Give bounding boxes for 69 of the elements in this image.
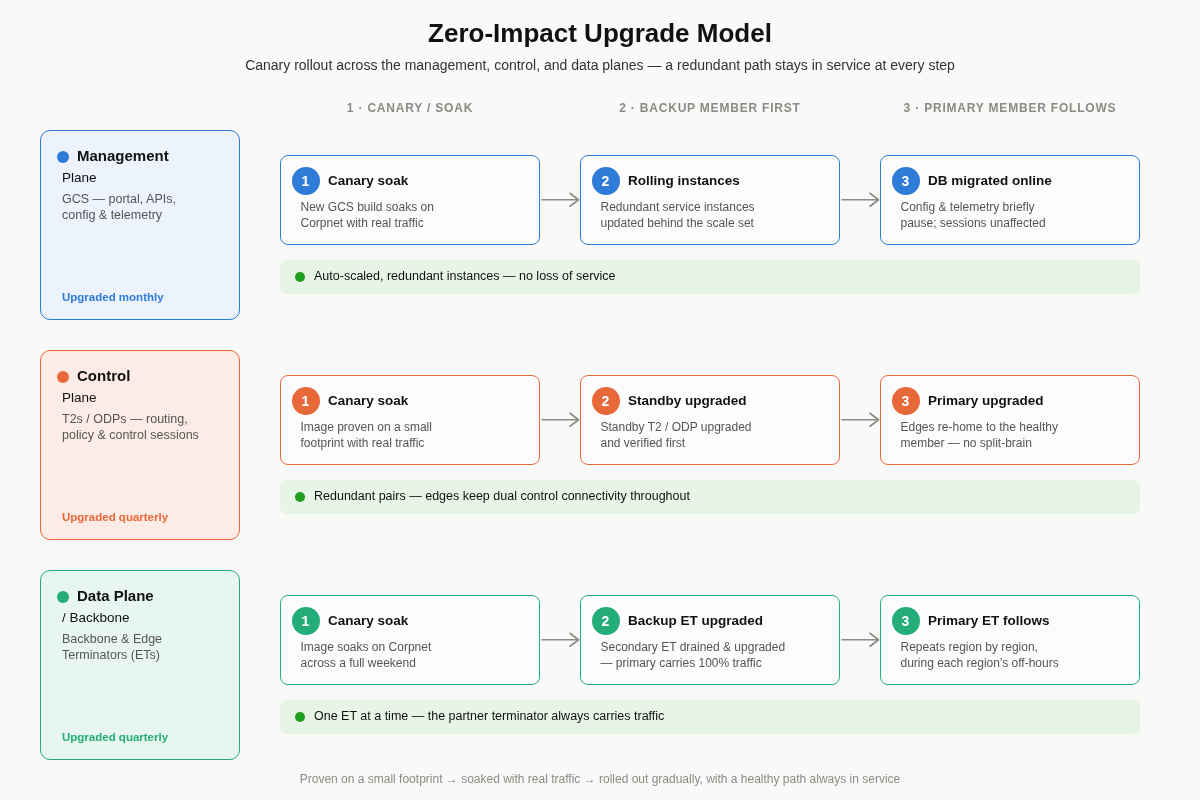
- step-card: [580, 595, 840, 685]
- step-title: Rolling instances: [628, 172, 740, 190]
- column-header: 2 · BACKUP MEMBER FIRST: [619, 100, 801, 116]
- step-number: 1: [291, 166, 320, 195]
- step-number: 2: [591, 166, 620, 195]
- step-title: Canary soak: [328, 612, 409, 630]
- plane-subtitle: / Backbone: [62, 609, 130, 626]
- plane-description: Backbone & Edge Terminators (ETs): [62, 631, 164, 663]
- plane-card: [40, 130, 240, 320]
- step-card: [280, 375, 540, 465]
- arrow: [840, 192, 880, 208]
- step-description: Edges re-home to the healthy member — no split-brain: [900, 419, 1059, 451]
- step-description: Image soaks on Corpnet across a full weekend: [300, 639, 433, 671]
- subtitle: Canary rollout across the management, control, and data planes — a redundant path stays in service at every step: [245, 56, 955, 74]
- step-number: 2: [591, 386, 620, 415]
- step-title: Primary upgraded: [928, 392, 1044, 410]
- step-card: [880, 375, 1140, 465]
- step-number: 1: [291, 386, 320, 415]
- plane-description: GCS — portal, APIs, config & telemetry: [62, 191, 177, 223]
- note-banner: [280, 480, 1140, 514]
- arrow: [840, 632, 880, 648]
- plane-title: Data Plane: [77, 587, 154, 605]
- arrow: [540, 192, 580, 208]
- step-number: 2: [591, 606, 620, 635]
- step-card: [880, 155, 1140, 245]
- plane-description: T2s / ODPs — routing, policy & control sessions: [62, 411, 200, 443]
- step-title: Standby upgraded: [628, 392, 747, 410]
- note-text: Redundant pairs — edges keep dual control connectivity throughout: [314, 488, 690, 505]
- step-card: [880, 595, 1140, 685]
- step-card: [580, 155, 840, 245]
- column-header: 3 · PRIMARY MEMBER FOLLOWS: [903, 100, 1117, 116]
- step-title: Canary soak: [328, 172, 409, 190]
- plane-card: [40, 350, 240, 540]
- arrow: [540, 632, 580, 648]
- diagram-title: Zero-Impact Upgrade Model: [427, 17, 773, 49]
- step-title: Canary soak: [328, 392, 409, 410]
- arrow: [540, 412, 580, 428]
- step-description: Secondary ET drained & upgraded — primary carries 100% traffic: [600, 639, 787, 671]
- upgrade-cadence: Upgraded quarterly: [62, 510, 169, 524]
- step-description: Repeats region by region, during each region's off-hours: [900, 639, 1060, 671]
- note-banner: [280, 700, 1140, 734]
- arrow: [840, 412, 880, 428]
- plane-subtitle: Plane: [62, 169, 97, 186]
- footer-note: Proven on a small footprint → soaked with real traffic → rolled out gradually, with a healthy path always in service: [299, 771, 901, 787]
- step-number: 3: [891, 386, 920, 415]
- note-text: Auto-scaled, redundant instances — no loss of service: [314, 268, 616, 285]
- step-title: Backup ET upgraded: [628, 612, 764, 630]
- column-header: 1 · CANARY / SOAK: [346, 100, 474, 116]
- step-description: Config & telemetry briefly pause; sessions unaffected: [900, 199, 1047, 231]
- step-description: New GCS build soaks on Corpnet with real traffic: [300, 199, 435, 231]
- upgrade-cadence: Upgraded quarterly: [62, 730, 169, 744]
- step-description: Image proven on a small footprint with real traffic: [300, 419, 433, 451]
- plane-subtitle: Plane: [62, 389, 97, 406]
- note-text: One ET at a time — the partner terminator always carries traffic: [314, 708, 665, 725]
- step-description: Redundant service instances updated behind the scale set: [600, 199, 756, 231]
- step-title: Primary ET follows: [928, 612, 1050, 630]
- step-number: 3: [891, 606, 920, 635]
- step-card: [280, 595, 540, 685]
- plane-title: Management: [77, 147, 169, 165]
- step-number: 1: [291, 606, 320, 635]
- step-card: [280, 155, 540, 245]
- step-number: 3: [891, 166, 920, 195]
- plane-title: Control: [77, 367, 131, 385]
- upgrade-cadence: Upgraded monthly: [62, 290, 164, 304]
- step-title: DB migrated online: [928, 172, 1052, 190]
- step-description: Standby T2 / ODP upgraded and verified first: [600, 419, 753, 451]
- note-banner: [280, 260, 1140, 294]
- plane-card: [40, 570, 240, 760]
- step-card: [580, 375, 840, 465]
